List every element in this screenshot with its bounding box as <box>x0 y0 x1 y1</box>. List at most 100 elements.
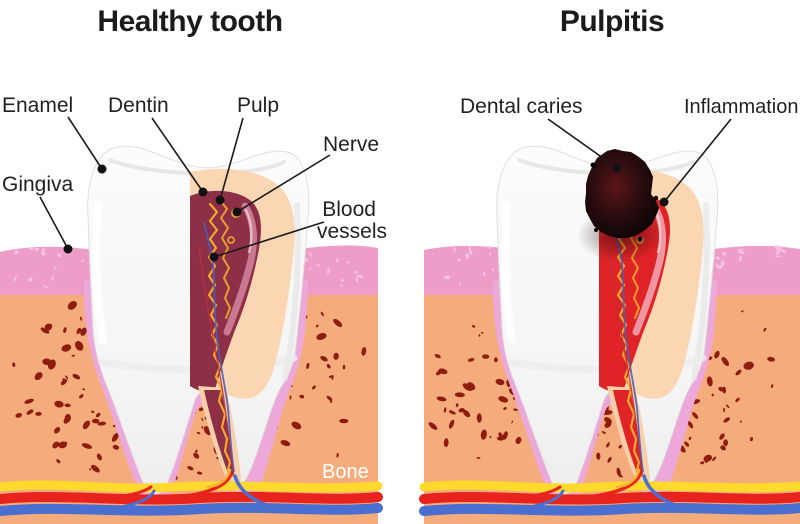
alveolar-vein-band <box>0 502 383 516</box>
speckle <box>74 341 84 351</box>
speckle <box>80 327 87 336</box>
speckle <box>778 245 782 250</box>
speckle <box>774 244 779 251</box>
speckle <box>335 258 339 263</box>
speckle <box>463 409 471 418</box>
speckle <box>434 353 441 359</box>
speckle <box>607 456 612 463</box>
speckle <box>596 452 601 460</box>
speckle <box>71 354 75 357</box>
speckle <box>743 361 754 370</box>
speckle <box>79 394 84 399</box>
speckle <box>736 248 744 252</box>
annotation-layer: Healthy tooth Pulpitis Enamel Dentin Pul… <box>2 5 799 483</box>
speckle <box>487 245 491 249</box>
speckle <box>511 420 513 424</box>
speckle <box>454 392 465 398</box>
speckle <box>308 267 312 270</box>
speckle <box>42 358 52 366</box>
speckle <box>443 438 449 448</box>
label-dental-caries: Dental caries <box>460 95 583 118</box>
speckle <box>493 357 498 363</box>
speckle <box>720 445 726 451</box>
pointer-dot-dentin <box>198 187 208 197</box>
speckle <box>340 284 343 287</box>
speckle <box>90 464 100 473</box>
speckle <box>488 252 492 256</box>
speckle <box>58 441 67 449</box>
speckle <box>491 268 495 271</box>
speckle <box>187 466 194 471</box>
speckle <box>503 407 507 410</box>
speckle <box>711 393 714 397</box>
speckle <box>201 417 204 421</box>
speckle <box>35 411 42 416</box>
speckle <box>354 270 358 275</box>
speckle <box>478 334 481 337</box>
pointer-gingiva <box>39 196 69 250</box>
alveolar-artery-band <box>0 491 383 505</box>
speckle <box>111 432 119 442</box>
speckle <box>687 420 694 429</box>
speckle <box>40 327 50 334</box>
speckle <box>46 323 53 331</box>
speckle <box>457 258 461 262</box>
speckle <box>483 272 486 277</box>
left-panel-title: Healthy tooth <box>97 5 282 38</box>
speckle <box>336 453 339 458</box>
speckle <box>700 461 705 465</box>
speckle <box>79 316 83 321</box>
pointer-blood-vessels <box>213 221 325 258</box>
right-panel-title: Pulpitis <box>560 5 664 38</box>
speckle <box>453 247 456 252</box>
label-gingiva: Gingiva <box>2 173 74 196</box>
pointer-nerve <box>236 154 331 213</box>
speckle <box>52 441 60 449</box>
speckle <box>82 388 86 391</box>
speckle <box>63 327 67 334</box>
speckle <box>81 443 93 449</box>
speckle <box>704 459 708 463</box>
speckle <box>28 277 33 282</box>
speckle <box>291 421 302 430</box>
speckle <box>14 250 19 255</box>
pointer-dot-inflammation <box>659 197 669 207</box>
speckle <box>465 252 470 259</box>
speckle <box>64 403 71 408</box>
speckle <box>198 407 204 412</box>
speckle <box>715 256 720 260</box>
speckle <box>72 373 81 380</box>
alveolar-vein-band <box>419 502 800 516</box>
speckle <box>763 327 767 332</box>
speckle <box>333 352 339 360</box>
pointer-dot-gingiva <box>63 244 73 254</box>
speckle <box>480 429 487 440</box>
speckle <box>476 413 482 423</box>
speckle <box>714 350 720 359</box>
speckle <box>34 372 43 381</box>
speckle <box>28 247 34 251</box>
speckle <box>458 408 465 413</box>
speckle <box>97 421 107 426</box>
speckle <box>467 382 476 391</box>
speckle <box>280 440 291 447</box>
speckle <box>361 347 367 356</box>
speckle <box>735 397 740 403</box>
speckle <box>306 362 310 370</box>
speckle <box>467 358 475 362</box>
speckle <box>604 421 612 428</box>
speckle <box>357 274 364 278</box>
speckle <box>56 459 61 464</box>
speckle <box>740 420 742 423</box>
speckle <box>315 324 319 328</box>
speckle <box>333 318 343 328</box>
speckle <box>54 400 64 408</box>
speckle <box>495 378 505 386</box>
speckle <box>53 266 57 269</box>
pointer-enamel <box>67 116 103 170</box>
speckle <box>706 376 713 387</box>
speckle <box>723 417 730 423</box>
speckle <box>329 397 332 404</box>
speckle <box>482 354 490 359</box>
label-inflammation: Inflammation <box>684 96 799 118</box>
